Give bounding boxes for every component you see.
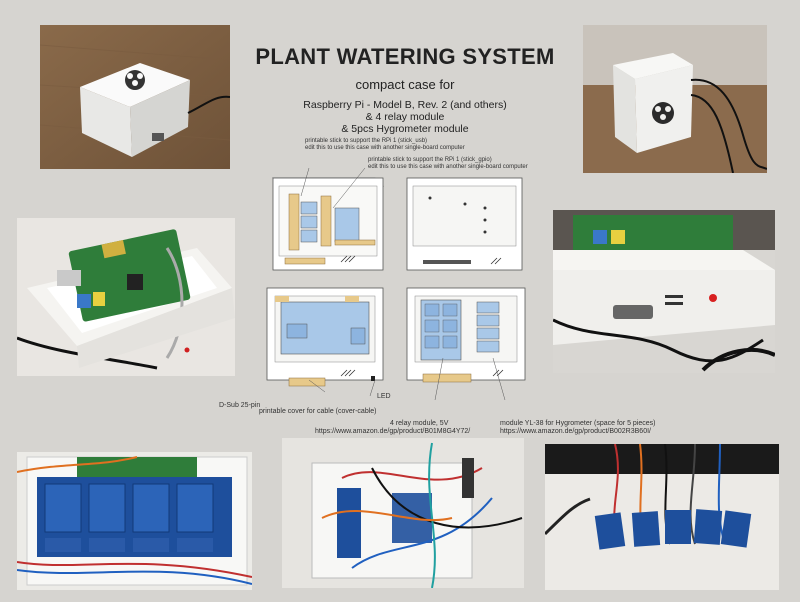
cad-box-bottom-left <box>266 287 384 387</box>
cad-renders <box>255 168 555 400</box>
note-stick-usb: printable stick to support the RPi 1 (st… <box>305 138 428 144</box>
label-led: LED <box>377 393 391 400</box>
cad-box-top-left <box>272 177 384 271</box>
cad-box-bottom-right <box>406 287 526 383</box>
page-title: PLANT WATERING SYSTEM <box>255 44 555 69</box>
photo-hygrometer-modules <box>545 444 779 590</box>
label-dsub: D-Sub 25-pin <box>219 402 261 409</box>
photo-relay-module <box>17 452 252 590</box>
model-line-1: Raspberry Pi - Model B, Rev. 2 (and othe… <box>303 99 507 111</box>
model-line-3: & 5pcs Hygrometer module <box>341 123 469 135</box>
label-relay: 4 relay module, 5V <box>390 420 449 427</box>
photo-open-rpi <box>17 218 235 376</box>
note-stick-gpio: printable stick to support the RPi 1 (st… <box>368 157 492 163</box>
link-relay[interactable]: https://www.amazon.de/gp/product/B01M8G4… <box>315 428 471 435</box>
note-stick-gpio-edit: edit this to use this case with another … <box>368 164 528 170</box>
label-hygrometer: module YL-38 for Hygrometer (space for 5… <box>500 420 656 427</box>
photo-open-dsub <box>553 210 775 373</box>
photo-case-front <box>40 25 230 169</box>
label-cover: printable cover for cable (cover-cable) <box>259 408 377 415</box>
photo-wiring <box>282 438 524 588</box>
cad-box-top-right <box>406 177 523 271</box>
link-hygrometer[interactable]: https://www.amazon.de/gp/product/B002R3B… <box>500 428 651 435</box>
subtitle: compact case for <box>355 77 455 92</box>
note-stick-usb-edit: edit this to use this case with another … <box>305 145 465 151</box>
model-line-2: & 4 relay module <box>365 111 445 123</box>
photo-case-side <box>583 25 767 173</box>
